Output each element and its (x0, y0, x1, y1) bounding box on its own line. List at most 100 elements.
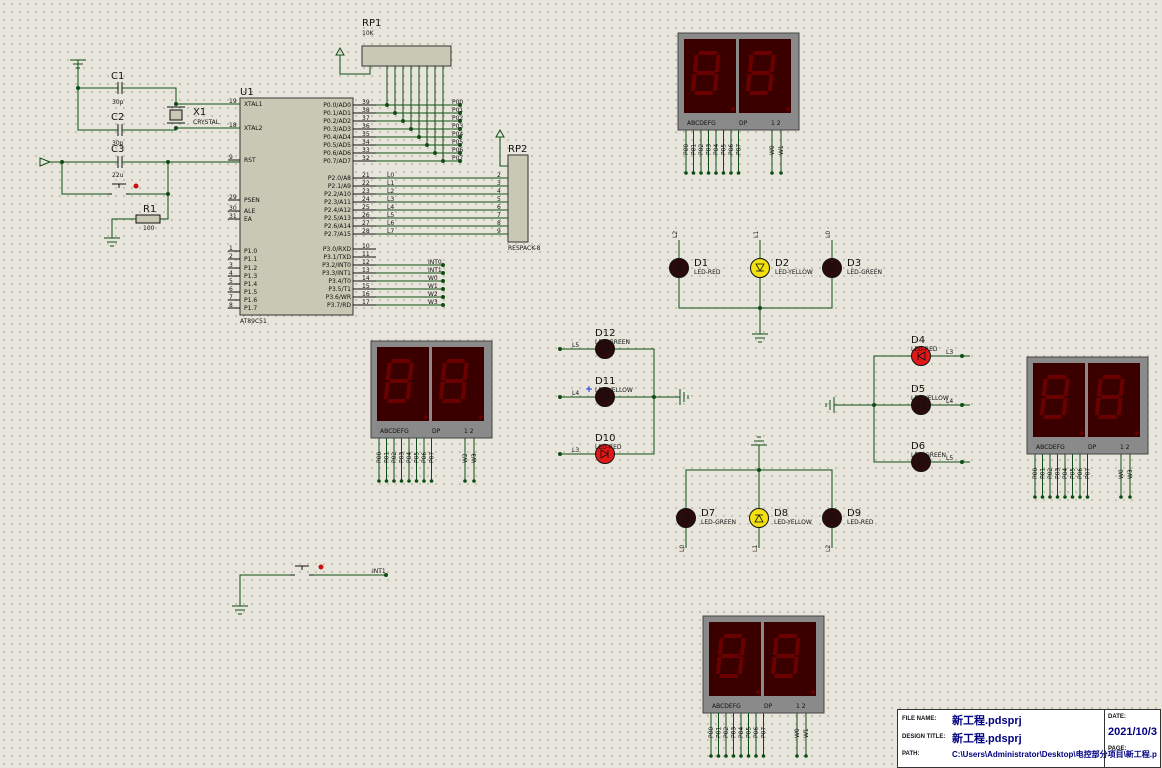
date-label: DATE: (1108, 714, 1126, 720)
led-ref: D11 (595, 376, 615, 387)
digit-net-label: W3 (471, 453, 478, 463)
reset-circuit[interactable]: C3 22u R1 100 (39, 144, 240, 247)
u1-pin-name: P1.2 (244, 265, 257, 272)
segment-net-label: P03 (1055, 468, 1062, 479)
design-title-label: DESIGN TITLE: (902, 734, 946, 740)
segment-net-label: P03 (731, 727, 738, 738)
led-type: LED-RED (694, 269, 721, 276)
u1-pin-num: 19 (229, 98, 237, 105)
port2-net-label: L5 (387, 212, 394, 219)
segment-net-label: P07 (1085, 468, 1092, 479)
segment-net-label: P05 (414, 452, 421, 463)
segment-net-label: P04 (713, 144, 720, 155)
port0-net-label: P02 (452, 115, 463, 122)
segment-label: ABCDEFG (1036, 444, 1065, 451)
u1-pin-name: P2.1/A9 (328, 183, 351, 190)
segment-net-label: P05 (1070, 468, 1077, 479)
led-net-label: L3 (946, 349, 953, 356)
port0-net-label: P06 (452, 147, 463, 154)
port3-net-label: W1 (428, 283, 438, 290)
segment-net-label: P02 (698, 144, 705, 155)
dp-label: DP (739, 120, 748, 127)
u1-pin-name: P0.3/AD3 (323, 126, 351, 133)
rp1-dots (385, 103, 462, 163)
u1-pin-name: P3.7/RD (327, 302, 351, 309)
c1-ref: C1 (111, 71, 124, 82)
segment-net-label: P07 (429, 452, 436, 463)
u1-pin-num: 3 (229, 262, 233, 269)
u1-pin-num: 12 (362, 259, 370, 266)
u1-port3-pins: 10P3.0/RXD11P3.1/TXD12P3.2/INT013P3.3/IN… (322, 243, 445, 309)
u1-pin-num: 4 (229, 270, 233, 277)
int1-push-button[interactable]: INT1 (232, 564, 388, 615)
digit-net-label: W1 (803, 728, 810, 738)
rp2-pin-num: 4 (497, 188, 501, 195)
oscillator-circuit[interactable]: C1 30p C2 30p X1 CRYSTAL (70, 59, 240, 147)
u1-ref: U1 (240, 87, 254, 98)
port3-net-label: W0 (428, 275, 438, 282)
segment-net-label: P04 (406, 452, 413, 463)
segment-net-label: P05 (721, 144, 728, 155)
rp1-value: 10K (362, 30, 375, 37)
u1-pin-num: 17 (362, 299, 370, 306)
file-name-value: 新工程.pdsprj (952, 715, 1022, 727)
led-net-label: L2 (672, 231, 679, 238)
port3-net-label: W2 (428, 291, 438, 298)
u1-pin-num: 29 (229, 194, 237, 201)
u1-pin-name: ALE (244, 208, 255, 215)
u1-pin-num: 8 (229, 302, 233, 309)
u1-pin-name: P2.0/A8 (328, 175, 351, 182)
u1-pin-num: 2 (229, 253, 233, 260)
port0-net-label: P04 (452, 131, 463, 138)
u1-pin-name: P1.3 (244, 273, 257, 280)
led-net-label: L0 (679, 545, 686, 552)
rp2-pin-num: 6 (497, 204, 501, 211)
segment-net-label: P04 (738, 727, 745, 738)
led-type: LED-GREEN (911, 452, 946, 459)
led-group-right-wiring (825, 354, 964, 464)
led-type: LED-GREEN (847, 269, 882, 276)
u1-pin-num: 1 (229, 245, 233, 252)
segment-net-label: P00 (708, 727, 715, 738)
led-ref: D5 (911, 384, 925, 395)
path-label: PATH: (902, 751, 920, 757)
u1-pin-name: P1.0 (244, 248, 257, 255)
digit-net-label: W0 (794, 728, 801, 738)
u1-pin-name: P3.3/INT1 (322, 270, 351, 277)
led-array: D1LED-REDL2D2LED-YELLOWL1D3LED-GREENL0D4… (560, 231, 970, 552)
u1-pin-num: 9 (229, 154, 233, 161)
u1-pin-name: P0.1/AD1 (323, 110, 351, 117)
x1-ref: X1 (193, 107, 206, 118)
segment-net-label: P02 (391, 452, 398, 463)
u1-pin-name: P2.7/A15 (324, 231, 351, 238)
rp2-pin-num: 9 (497, 228, 501, 235)
segment-net-label: P06 (1077, 468, 1084, 479)
u1-pin-num: 37 (362, 115, 370, 122)
u1-pin-name: P2.2/A10 (324, 191, 351, 198)
led-ref: D6 (911, 441, 925, 452)
u1-pin-name: P0.6/AD6 (323, 150, 351, 157)
rp1-resistor-pack[interactable]: RP1 10K (335, 18, 462, 163)
rp2-pin-num: 7 (497, 212, 501, 219)
u1-pin-num: 38 (362, 107, 370, 114)
